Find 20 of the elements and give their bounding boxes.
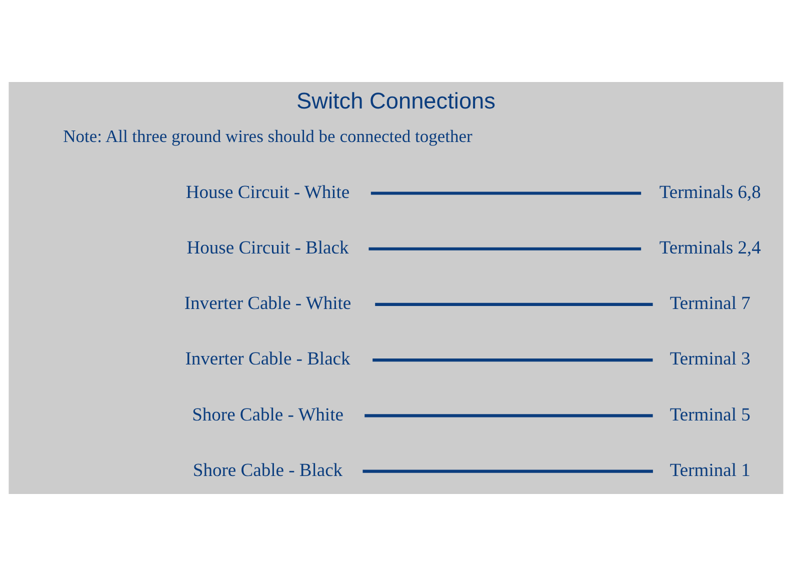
connector: [368, 247, 642, 250]
connector: [362, 470, 653, 473]
node-text: House Circuit - Black: [186, 237, 349, 258]
node-text: Terminals 2,4: [659, 237, 761, 258]
connector: [370, 192, 642, 195]
node-text: Terminal 1: [670, 460, 750, 481]
node-text: Shore Cable - Black: [192, 460, 343, 481]
node-text: Shore Cable - White: [192, 404, 344, 426]
node-text: Inverter Cable - White: [184, 293, 352, 314]
node-text: House Circuit - White: [186, 182, 350, 203]
node-text: Terminal 3: [670, 348, 750, 370]
diagram-title: Switch Connections: [296, 87, 496, 114]
node-text: Inverter Cable - Black: [185, 348, 350, 370]
node-text: Terminal 5: [670, 404, 750, 426]
connector: [375, 302, 653, 306]
label: Note: All three ground wires should be connected together: [63, 126, 472, 146]
connector: [372, 358, 653, 362]
connector: [364, 414, 653, 418]
node-text: Terminals 6,8: [659, 182, 761, 203]
node-text: Terminal 7: [670, 293, 750, 314]
